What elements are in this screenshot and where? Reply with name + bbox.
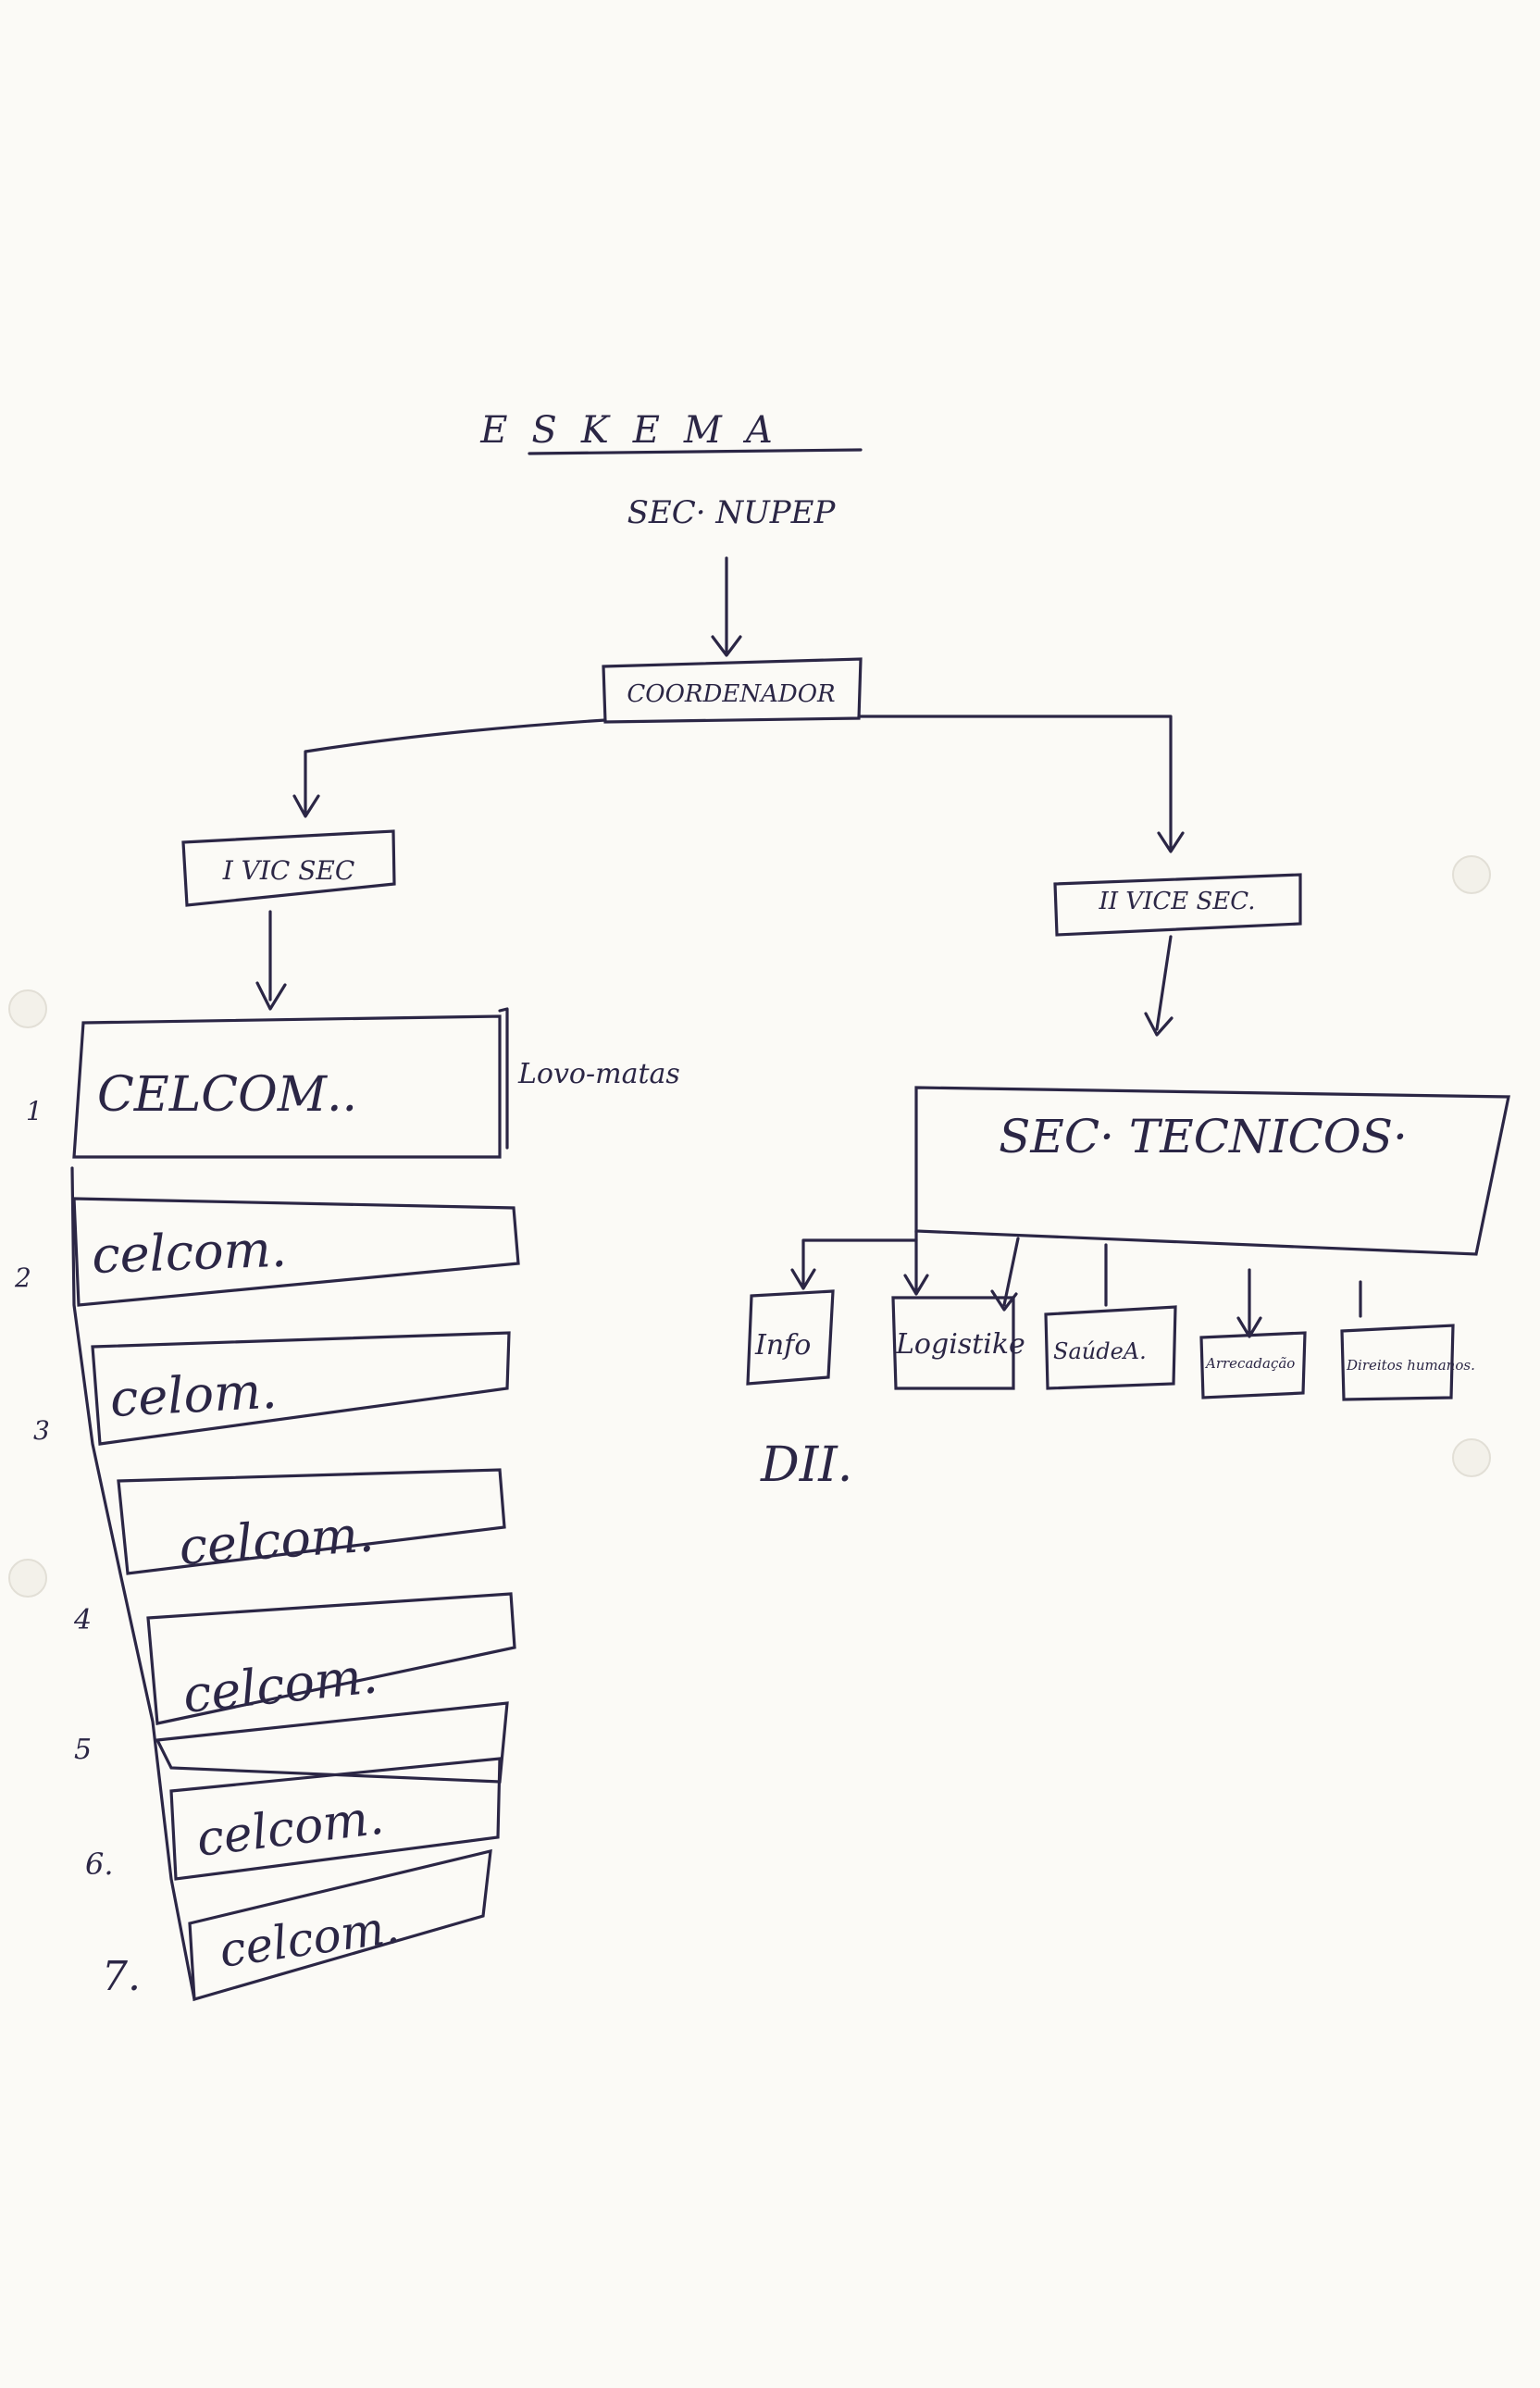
- cell-number: 3: [33, 1415, 50, 1446]
- cell-number: 1: [26, 1096, 43, 1126]
- arrow-to-cells: [255, 910, 287, 1011]
- unit-label: Arrecadação: [1204, 1355, 1295, 1372]
- cell-box: [169, 1757, 502, 1881]
- note-dii: DII.: [760, 1437, 852, 1493]
- unit-box-logistike: [891, 1296, 1015, 1390]
- arrow-to-sec-tecnicos: [1144, 935, 1174, 1037]
- cell-label: celcom.: [178, 1504, 376, 1576]
- cell-box: [146, 1592, 516, 1725]
- unit-connector: [790, 1238, 918, 1290]
- cell-box: [72, 1197, 520, 1307]
- cell-label: celcom.: [180, 1646, 380, 1724]
- unit-box-saude: [1044, 1305, 1177, 1390]
- punch-hole: [1452, 1438, 1491, 1477]
- unit-box-arrecadacao: [1199, 1331, 1307, 1399]
- cell-box: [91, 1331, 511, 1446]
- vice-sec-1-label: I VIC SEC: [222, 855, 355, 886]
- cell-number: 4: [73, 1604, 92, 1636]
- unit-label: Direitos humanos.: [1346, 1357, 1475, 1374]
- unit-label: Info: [754, 1329, 811, 1362]
- unit-connector: [1236, 1268, 1262, 1338]
- unit-label: Logistike: [895, 1328, 1025, 1361]
- coordinator-box: [602, 657, 863, 724]
- top-label: SEC· NUPEP: [627, 494, 837, 531]
- vice-sec-2-label: II VICE SEC.: [1098, 888, 1255, 915]
- coordinator-label: COORDENADOR: [627, 680, 835, 708]
- unit-label: SaúdeA.: [1053, 1338, 1147, 1364]
- vice-sec-1-box: [181, 829, 396, 907]
- punch-hole: [8, 989, 47, 1028]
- cell-label: CELCOM..: [97, 1067, 357, 1123]
- title-underline: [528, 448, 863, 455]
- cell-stack-edge: [70, 1166, 196, 2001]
- cell-number: 6.: [85, 1847, 114, 1882]
- side-note: Lovo-matas: [517, 1058, 680, 1090]
- branch-right: [857, 715, 1185, 853]
- cell-box: [72, 1014, 502, 1159]
- arrow-to-coordinator: [711, 556, 742, 657]
- cell-number: 2: [14, 1262, 31, 1293]
- cell-label: celcom.: [91, 1220, 288, 1285]
- cell-stack: [70, 1007, 520, 2002]
- sec-tecnicos-box: [914, 1086, 1510, 1256]
- vice-sec-2-box: [1053, 873, 1302, 937]
- cell-label: celom.: [108, 1362, 278, 1428]
- cell-number: 7.: [102, 1953, 141, 2000]
- cell-box: [188, 1848, 492, 2002]
- punch-hole: [8, 1559, 47, 1598]
- punch-hole: [1452, 855, 1491, 894]
- sec-tecnicos-label: SEC· TECNICOS·: [999, 1110, 1408, 1163]
- diagram-title: ESKEMA: [479, 409, 797, 452]
- cell-bracket: [498, 1007, 509, 1150]
- unit-connector: [903, 1229, 929, 1296]
- cell-box: [117, 1468, 506, 1575]
- unit-box-info: [746, 1289, 835, 1386]
- unit-box-direitos-humanos: [1340, 1324, 1455, 1401]
- cell-number: 5: [74, 1734, 92, 1766]
- branch-left: [292, 718, 607, 818]
